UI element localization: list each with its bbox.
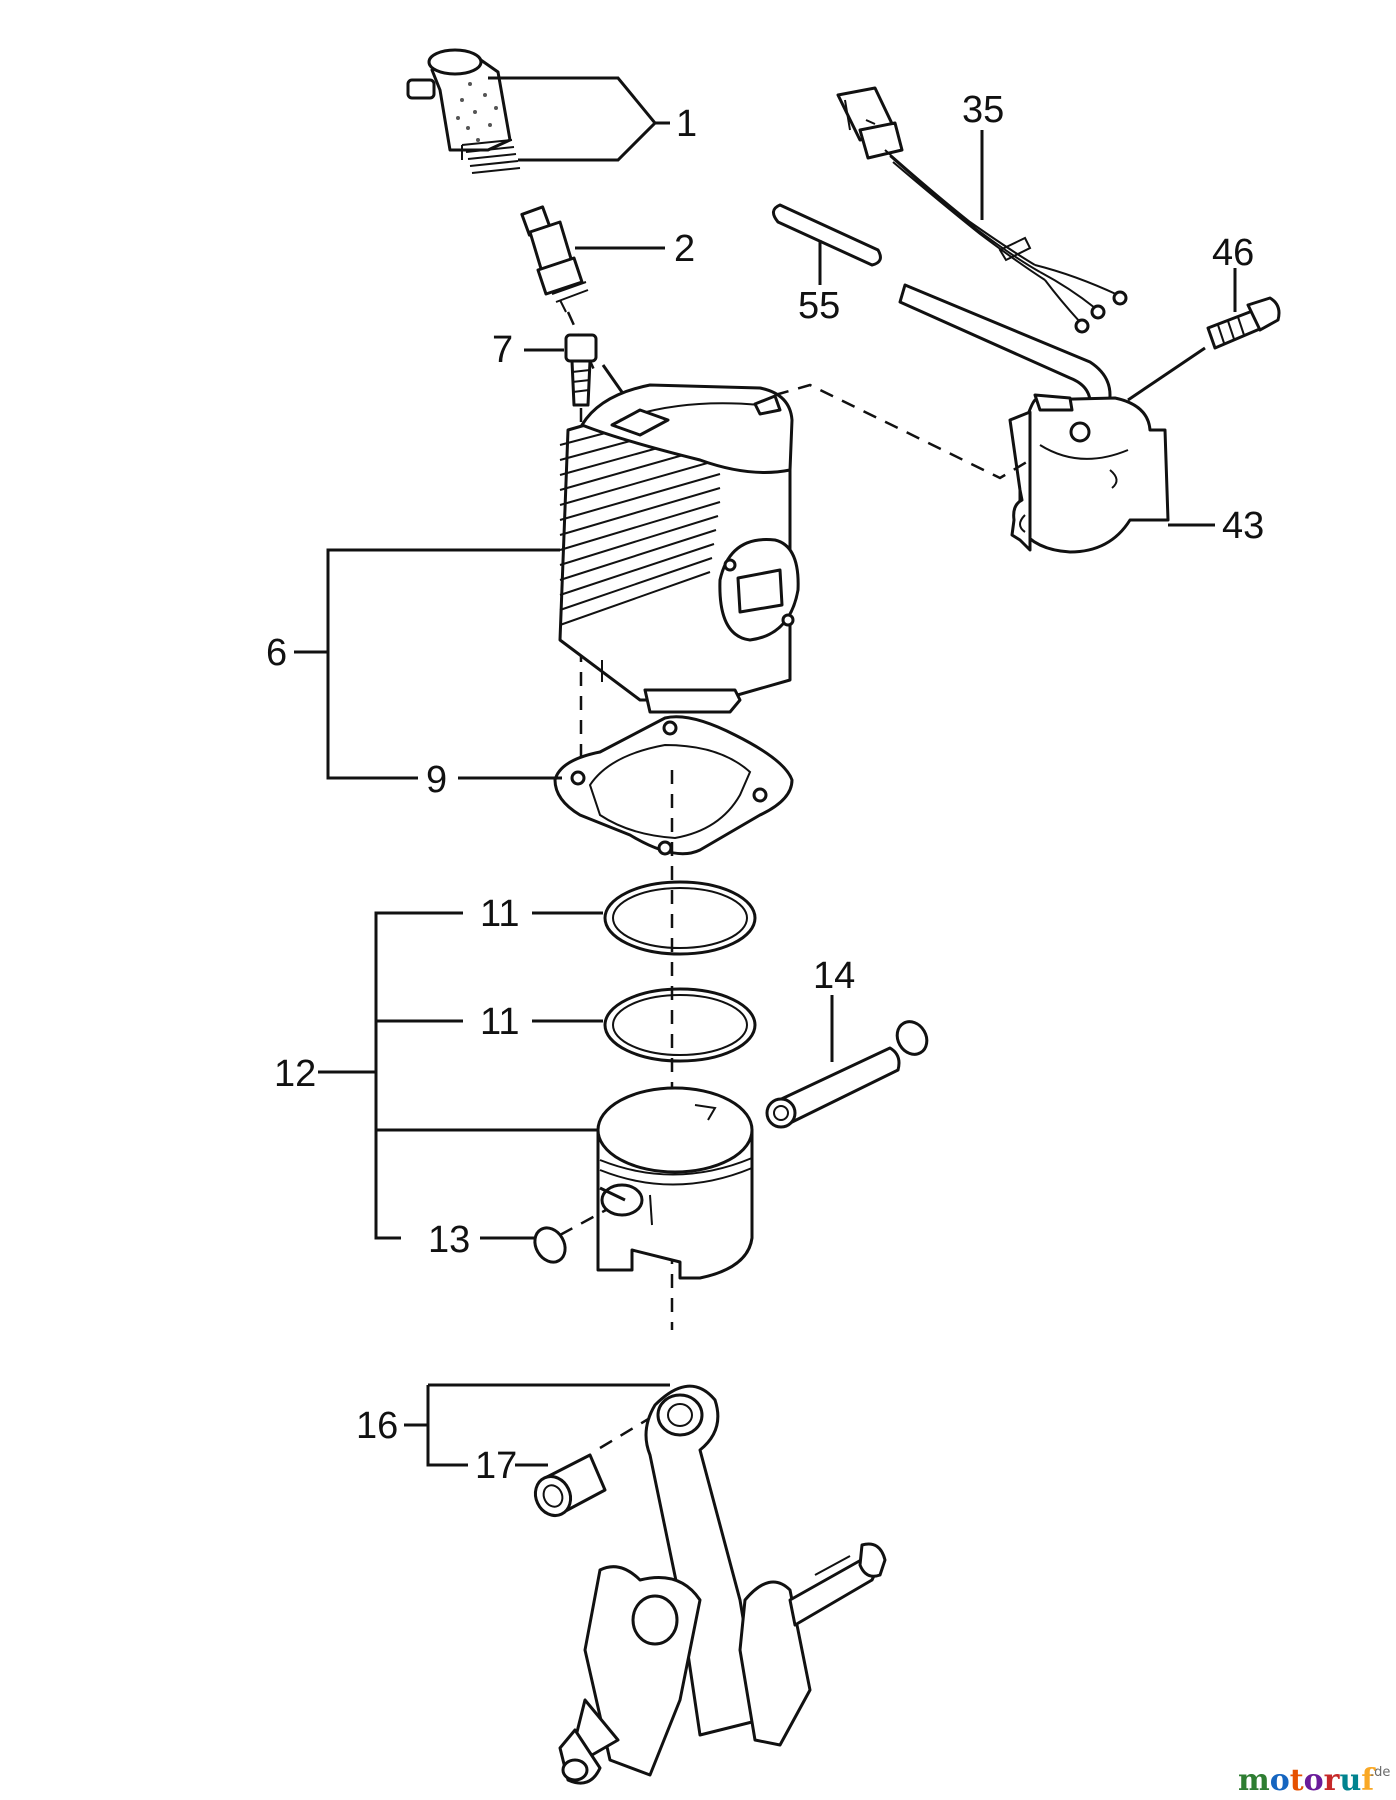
- spark-plug-cap-part: [406, 48, 521, 174]
- watermark-letter: o: [1304, 1763, 1324, 1798]
- motoruf-watermark: motoruf .de: [1238, 1763, 1390, 1798]
- label-55: 55: [798, 285, 840, 327]
- label-13: 13: [428, 1219, 470, 1261]
- cylinder-gasket-part: [553, 715, 794, 856]
- needle-bearing-part: [533, 1453, 607, 1517]
- watermark-letter: r: [1324, 1763, 1341, 1798]
- label-7: 7: [492, 329, 513, 371]
- label-9: 9: [426, 759, 447, 801]
- watermark-suffix: .de: [1370, 1765, 1390, 1780]
- label-35: 35: [962, 89, 1004, 131]
- label-14: 14: [813, 955, 855, 997]
- piston-ring-upper-part: [603, 880, 757, 956]
- label-11-upper: 11: [480, 893, 519, 935]
- label-17: 17: [475, 1445, 517, 1487]
- watermark-letter: t: [1290, 1763, 1304, 1798]
- watermark-letter: f: [1361, 1763, 1376, 1798]
- label-43: 43: [1222, 505, 1264, 547]
- spark-plug-part: [520, 205, 589, 313]
- label-6: 6: [266, 632, 287, 674]
- callout-line-6: [294, 548, 560, 780]
- label-11-lower: 11: [480, 1001, 519, 1043]
- watermark-letter: m: [1238, 1763, 1270, 1798]
- piston-part: [596, 1086, 754, 1280]
- callout-line-1: [488, 76, 670, 162]
- label-1: 1: [676, 103, 697, 145]
- watermark-letter: u: [1339, 1763, 1361, 1798]
- coil-screw-part: [1206, 296, 1281, 350]
- watermark-letter: o: [1270, 1763, 1290, 1798]
- label-46: 46: [1212, 232, 1254, 274]
- piston-ring-lower-part: [603, 987, 757, 1063]
- piston-pin-part: [765, 1020, 929, 1129]
- crankshaft-part: [558, 1384, 887, 1785]
- label-12: 12: [274, 1053, 316, 1095]
- label-2: 2: [674, 228, 695, 270]
- svg-text:motoruf: motoruf: [1238, 1763, 1376, 1798]
- callout-line-12: [318, 911, 600, 1240]
- label-16: 16: [356, 1405, 398, 1447]
- cylinder-part: [558, 383, 800, 714]
- cylinder-bolt-part: [564, 333, 598, 407]
- wire-harness-part: [836, 86, 1128, 334]
- cushion-strip-part: [772, 203, 882, 267]
- callout-line-16: [404, 1383, 670, 1467]
- circlip-part: [533, 1226, 567, 1264]
- ignition-coil-part: [898, 283, 1170, 554]
